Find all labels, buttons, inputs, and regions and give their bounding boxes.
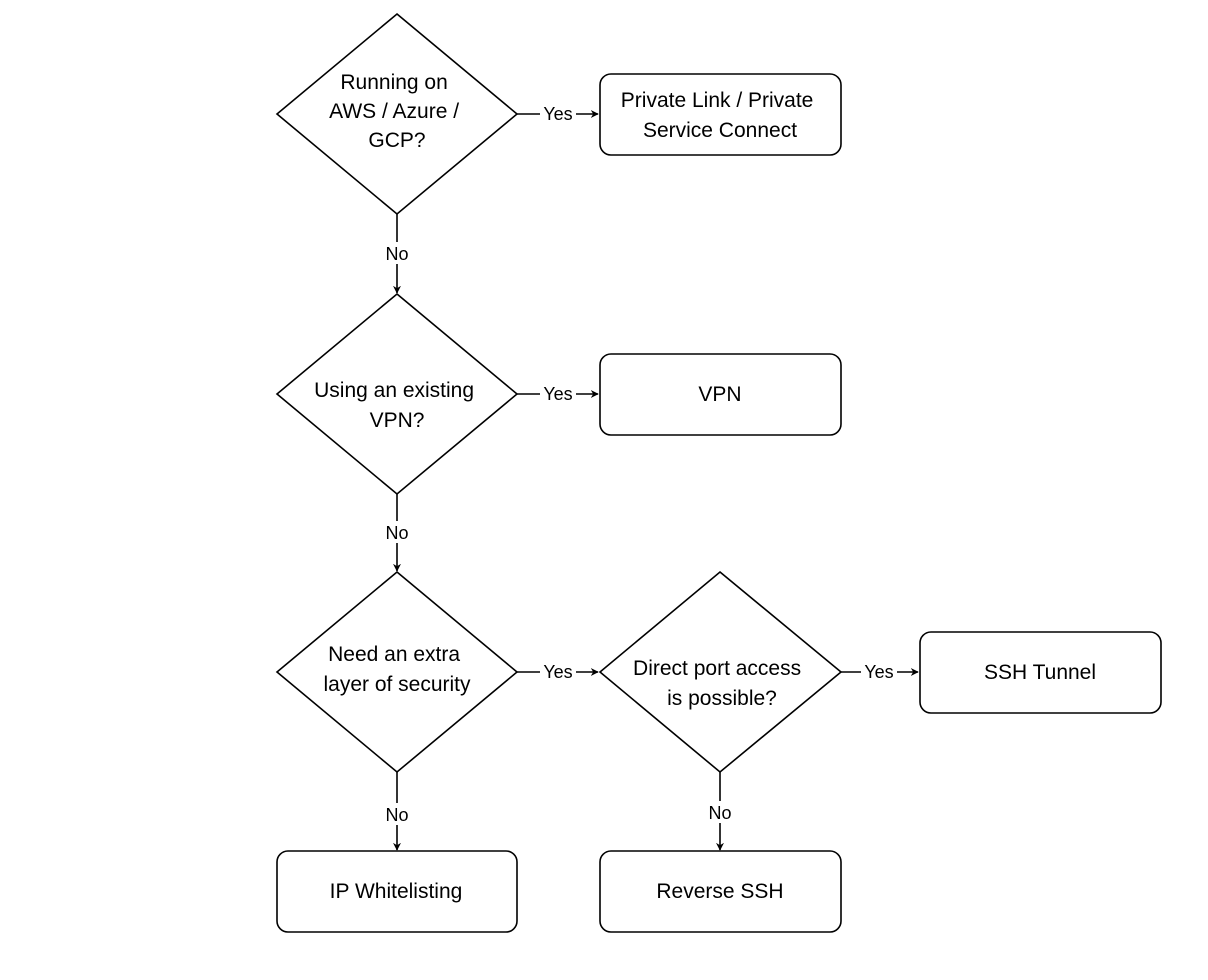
- svg-text:No: No: [385, 523, 408, 543]
- outcome-label: SSH Tunnel: [984, 661, 1096, 684]
- edge-label-d4-yes: Yes: [861, 662, 897, 682]
- edge-label-d3-no: No: [382, 803, 412, 825]
- outcome-label: IP Whitelisting: [330, 880, 463, 903]
- decision-direct-port-access: Direct port access is possible?: [598, 570, 843, 774]
- edge-label-d1-yes: Yes: [540, 104, 576, 124]
- outcome-label: Reverse SSH: [656, 880, 783, 903]
- decision-label: Using an existing VPN?: [314, 379, 480, 432]
- svg-text:Yes: Yes: [864, 662, 893, 682]
- outcome-private-link: Private Link / Private Service Connect: [599, 73, 842, 156]
- edge-labels: Yes No Yes No Yes Yes No No: [382, 104, 897, 825]
- outcome-label: Private Link / Private Service Connect: [621, 89, 819, 142]
- outcome-reverse-ssh: Reverse SSH: [599, 850, 842, 933]
- svg-text:No: No: [385, 244, 408, 264]
- decision-label: Direct port access is possible?: [633, 657, 807, 710]
- outcome-vpn: VPN: [599, 353, 842, 436]
- edge-label-d4-no: No: [705, 801, 735, 823]
- outcome-ssh-tunnel: SSH Tunnel: [919, 631, 1162, 714]
- decision-label: Running on AWS / Azure / GCP?: [329, 71, 465, 152]
- decision-aws-azure-gcp: Running on AWS / Azure / GCP?: [275, 12, 519, 216]
- svg-text:Yes: Yes: [543, 104, 572, 124]
- svg-text:Yes: Yes: [543, 384, 572, 404]
- svg-text:No: No: [385, 805, 408, 825]
- edge-label-d1-no: No: [382, 242, 412, 264]
- svg-text:Yes: Yes: [543, 662, 572, 682]
- edge-label-d3-yes: Yes: [540, 662, 576, 682]
- edge-label-d2-no: No: [382, 521, 412, 543]
- outcome-ip-whitelisting: IP Whitelisting: [276, 850, 518, 933]
- svg-text:No: No: [708, 803, 731, 823]
- decision-extra-security: Need an extra layer of security: [275, 570, 519, 774]
- decision-existing-vpn: Using an existing VPN?: [275, 292, 519, 496]
- outcome-label: VPN: [698, 383, 741, 406]
- edges: [393, 110, 919, 851]
- edge-label-d2-yes: Yes: [540, 384, 576, 404]
- decision-label: Need an extra layer of security: [323, 643, 471, 696]
